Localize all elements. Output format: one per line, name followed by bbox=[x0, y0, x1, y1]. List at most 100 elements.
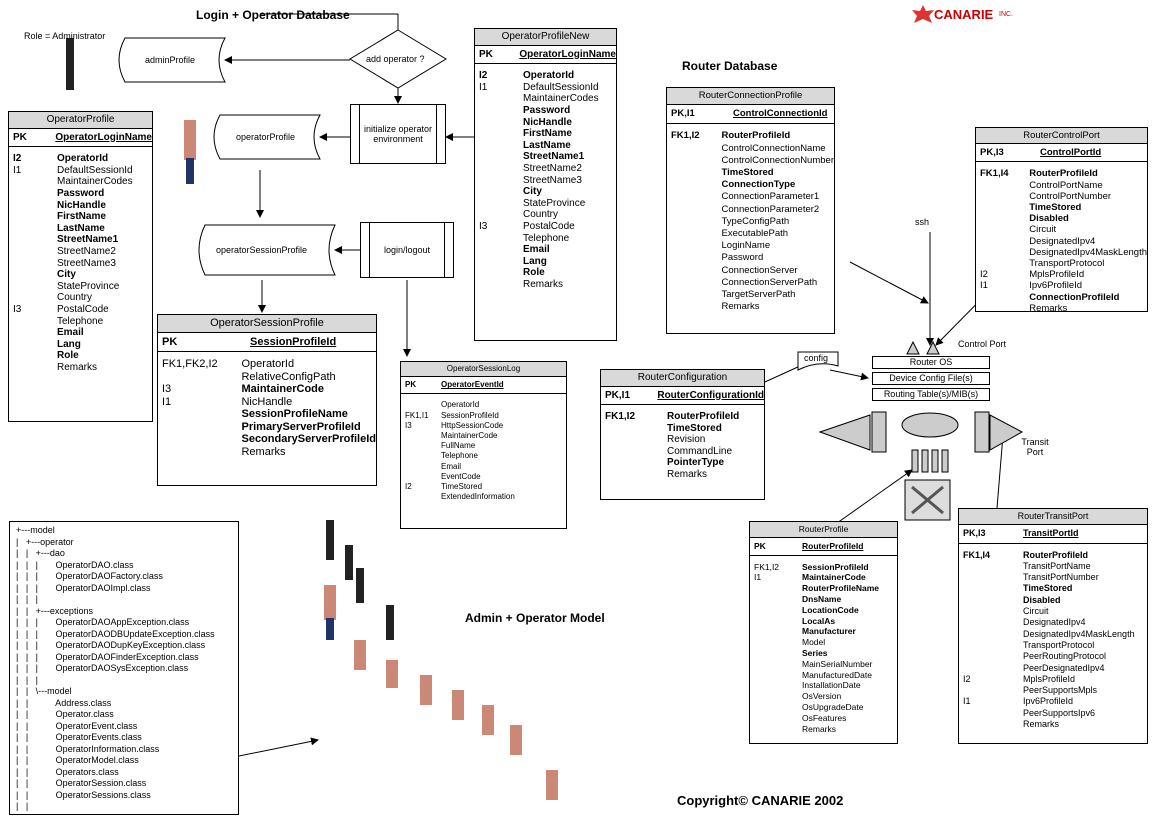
table-field: Email bbox=[523, 244, 550, 256]
table-key-cell bbox=[671, 301, 722, 313]
table-field: NicHandle bbox=[523, 116, 572, 128]
table-key-cell bbox=[754, 691, 802, 702]
primary-key-label: PK bbox=[479, 48, 493, 60]
table-key-cell bbox=[405, 431, 441, 441]
table-key-cell bbox=[605, 423, 667, 435]
table-key-cell bbox=[671, 228, 722, 240]
config-note-shape bbox=[797, 351, 839, 371]
table-field: Circuit bbox=[1023, 606, 1049, 617]
table-key-cell bbox=[754, 659, 802, 670]
table-field: MaintainerCode bbox=[441, 431, 498, 441]
admin-profile-shape bbox=[118, 37, 226, 83]
table-key-cell bbox=[479, 117, 523, 129]
table-field: OperatorId bbox=[241, 358, 295, 370]
table-key-cell: I1 bbox=[162, 395, 172, 408]
table-field: CommandLine bbox=[667, 445, 733, 457]
table-field: HttpSessionCode bbox=[441, 420, 504, 430]
table-field: StateProvince bbox=[57, 280, 120, 292]
canarie-leaf-icon bbox=[912, 5, 934, 23]
table-key-cell: I3 bbox=[405, 420, 412, 430]
canarie-logo: CANARIE INC. bbox=[912, 5, 1017, 25]
table-key-cell bbox=[162, 371, 241, 384]
primary-key-label: PK bbox=[754, 540, 766, 551]
table-field: TimeStored bbox=[441, 482, 483, 492]
table-key-cell bbox=[671, 167, 722, 179]
table-field: RelativeConfigPath bbox=[241, 370, 336, 383]
table-field: OperatorId bbox=[523, 70, 575, 82]
table-field: MaintainerCodes bbox=[57, 176, 133, 188]
table-field: DnsName bbox=[802, 593, 842, 604]
primary-key-field: OperatorLoginName bbox=[55, 131, 152, 143]
table-key-cell bbox=[405, 472, 441, 482]
table-key-cell bbox=[405, 451, 441, 461]
table-field: Ipv6ProfileId bbox=[1023, 696, 1074, 707]
router-icon bbox=[901, 412, 959, 438]
primary-key-field: RouterConfigurationId bbox=[657, 389, 764, 401]
table-key-cell bbox=[405, 400, 441, 410]
table-field: LocationCode bbox=[802, 604, 859, 615]
table-field: DefaultSessionId bbox=[57, 164, 133, 176]
table-field: ExecutablePath bbox=[721, 228, 789, 240]
table-key-cell bbox=[13, 362, 57, 374]
table-field: Circuit bbox=[1029, 224, 1057, 236]
primary-key-label: PK,I3 bbox=[963, 528, 986, 539]
table-field: ManufacturedDate bbox=[802, 669, 872, 680]
table-field: StreetName3 bbox=[57, 257, 116, 269]
table-field: MplsProfileId bbox=[1029, 269, 1085, 281]
table-field: Ipv6ProfileId bbox=[1029, 280, 1083, 292]
routing-table-box: Routing Table(s)/MIB(s) bbox=[872, 388, 990, 401]
table-key-cell bbox=[13, 246, 57, 258]
table-field: Disabled bbox=[1029, 213, 1069, 225]
table-key-cell bbox=[479, 175, 523, 187]
operator-figures bbox=[66, 38, 558, 800]
table-field: NicHandle bbox=[57, 199, 106, 211]
table-key-cell bbox=[963, 629, 1023, 640]
table-field: StreetName2 bbox=[57, 245, 116, 257]
table-field: TargetServerPath bbox=[721, 289, 796, 301]
table-field: LoginName bbox=[721, 240, 771, 252]
table-field: Password bbox=[57, 187, 105, 199]
table-field: DesignatedIpv4MaskLength bbox=[1029, 246, 1147, 258]
table-title: RouterProfile bbox=[750, 522, 897, 538]
table-key-cell bbox=[671, 191, 722, 203]
primary-key-field: TransitPortId bbox=[1023, 528, 1079, 539]
table-key-cell bbox=[980, 292, 1029, 303]
table-field: LocalAs bbox=[802, 615, 836, 626]
table-key-cell bbox=[479, 151, 523, 163]
router-database-heading: Router Database bbox=[682, 59, 778, 73]
table-key-cell bbox=[479, 163, 523, 175]
table-field: TransitPortNumber bbox=[1023, 572, 1099, 583]
table-field: TransportProtocol bbox=[1023, 639, 1095, 650]
operator-profile-label: operatorProfile bbox=[236, 132, 296, 142]
table-field: Remarks bbox=[667, 468, 708, 480]
table-title: RouterControlPort bbox=[976, 128, 1147, 145]
table-field: DefaultSessionId bbox=[523, 81, 599, 93]
table-key-cell bbox=[754, 626, 802, 637]
table-key-cell bbox=[13, 176, 57, 188]
table-field: TypeConfigPath bbox=[721, 215, 790, 227]
table-key-cell bbox=[963, 640, 1023, 651]
table-key-cell bbox=[405, 462, 441, 472]
table-key-cell: I1 bbox=[754, 572, 762, 583]
table-field: DesignatedIpv4 bbox=[1023, 617, 1086, 628]
table-field: PostalCode bbox=[523, 220, 575, 232]
table-field: PostalCode bbox=[57, 303, 109, 315]
table-key-cell bbox=[754, 680, 802, 691]
table-field: MaintainerCode bbox=[241, 383, 324, 395]
admin-profile-label: adminProfile bbox=[145, 55, 196, 65]
table-title: RouterConnectionProfile bbox=[667, 88, 834, 106]
table-field: Remarks bbox=[241, 445, 286, 458]
table-key-cell bbox=[963, 572, 1023, 583]
table-key-cell bbox=[13, 234, 57, 246]
table-field: TimeStored bbox=[1029, 202, 1082, 214]
table-field: FirstName bbox=[57, 211, 106, 223]
logo-brand: CANARIE bbox=[934, 7, 994, 22]
table-field: Telephone bbox=[57, 315, 104, 327]
table-field: Telephone bbox=[441, 451, 478, 461]
table-key-cell: I2 bbox=[963, 673, 971, 684]
